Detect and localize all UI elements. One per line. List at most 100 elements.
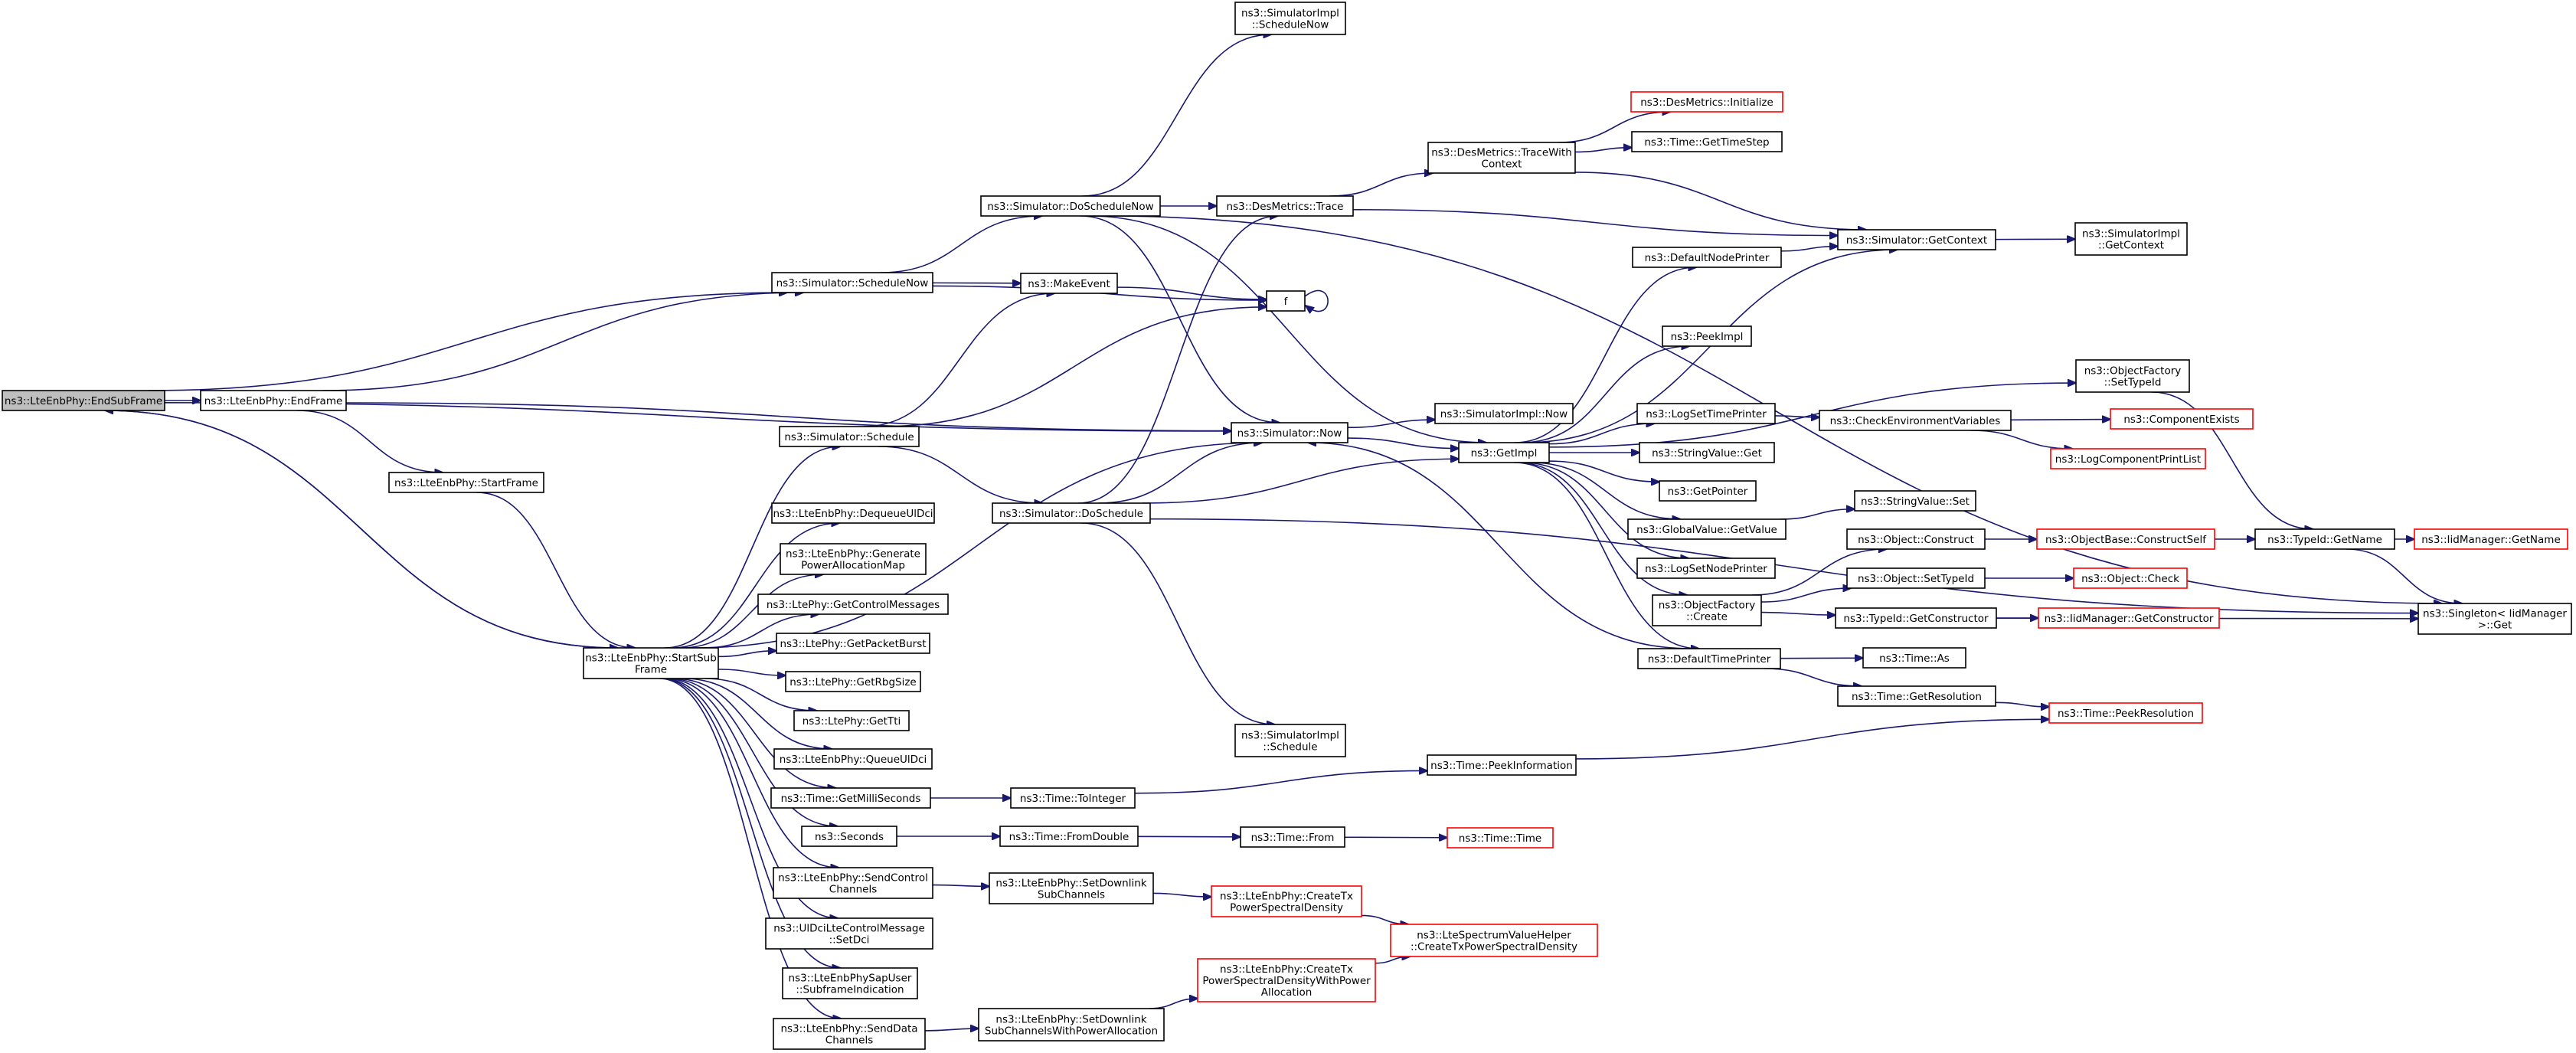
node-iidGetName[interactable]: ns3::IidManager::GetName [2414, 528, 2568, 550]
node-implGetContext[interactable]: ns3::SimulatorImpl::GetContext [2074, 222, 2188, 256]
node-objectFactoryCreate[interactable]: ns3::ObjectFactory::Create [1652, 594, 1762, 626]
node-objectSetTypeId[interactable]: ns3::Object::SetTypeId [1846, 567, 1986, 589]
node-createTxPsdWithPower[interactable]: ns3::LteEnbPhy::CreateTxPowerSpectralDen… [1197, 958, 1376, 1002]
node-label: ns3::Simulator::Now [1237, 427, 1342, 440]
node-objectCheck[interactable]: ns3::Object::Check [2073, 567, 2188, 589]
node-objectFactorySetTypeId[interactable]: ns3::ObjectFactory::SetTypeId [2075, 359, 2190, 393]
node-setDownlinkWithPower[interactable]: ns3::LteEnbPhy::SetDownlinkSubChannelsWi… [978, 1008, 1165, 1042]
node-f[interactable]: f [1266, 290, 1306, 312]
call-edge-globalValueGetValue-to-stringValueSet [1780, 509, 1855, 520]
node-scheduleNowSim[interactable]: ns3::Simulator::ScheduleNow [771, 272, 933, 293]
node-implSchedule[interactable]: ns3::SimulatorImpl::Schedule [1234, 724, 1346, 757]
node-objectConstruct[interactable]: ns3::Object::Construct [1846, 528, 1986, 550]
call-edge-defaultTimePrinter-to-getResolution [1764, 668, 1862, 686]
node-label: ns3::Time::ToInteger [1020, 793, 1126, 805]
node-desTrace[interactable]: ns3::DesMetrics::Trace [1216, 195, 1354, 217]
node-label: ns3::IidManager::GetName [2421, 534, 2561, 546]
node-box [1662, 325, 1752, 347]
node-timeTime[interactable]: ns3::Time::Time [1447, 827, 1554, 849]
node-implNow[interactable]: ns3::SimulatorImpl::Now [1434, 403, 1574, 424]
call-edge-f-to-f [1305, 289, 1329, 312]
node-schedule[interactable]: ns3::Simulator::Schedule [779, 426, 920, 447]
node-getContext[interactable]: ns3::Simulator::GetContext [1837, 229, 1996, 250]
node-box [1234, 724, 1346, 757]
node-lteSpectrumCreateTxPsd[interactable]: ns3::LteSpectrumValueHelper::CreateTxPow… [1390, 924, 1598, 957]
node-label: ns3::Time::GetResolution [1852, 691, 1982, 703]
node-dequeueUlDci[interactable]: ns3::LteEnbPhy::DequeueUlDci [771, 502, 935, 524]
call-edge-startSubFrame-to-queueUlDci [683, 678, 832, 749]
node-logSetTimePrinter[interactable]: ns3::LogSetTimePrinter [1636, 403, 1776, 424]
node-makeEvent[interactable]: ns3::MakeEvent [1020, 273, 1118, 294]
node-seconds[interactable]: ns3::Seconds [801, 826, 897, 847]
node-getRbgSize[interactable]: ns3::LtePhy::GetRbgSize [785, 671, 921, 692]
node-subframeIndication[interactable]: ns3::LteEnbPhySapUser::SubframeIndicatio… [782, 967, 918, 999]
node-label: ns3::DesMetrics::Initialize [1640, 96, 1773, 109]
node-peekImpl[interactable]: ns3::PeekImpl [1662, 325, 1752, 347]
node-peekInformation[interactable]: ns3::Time::PeekInformation [1427, 754, 1577, 776]
node-constructSelf[interactable]: ns3::ObjectBase::ConstructSelf [2036, 528, 2215, 550]
node-simNow[interactable]: ns3::Simulator::Now [1231, 422, 1348, 443]
node-fromDouble[interactable]: ns3::Time::FromDouble [999, 826, 1139, 847]
node-getControlMessages[interactable]: ns3::LtePhy::GetControlMessages [757, 594, 949, 615]
node-defaultNodePrinter[interactable]: ns3::DefaultNodePrinter [1632, 247, 1782, 268]
node-genPowerAlloc[interactable]: ns3::LteEnbPhy::GeneratePowerAllocationM… [780, 543, 927, 575]
node-getTti[interactable]: ns3::LtePhy::GetTti [793, 710, 910, 731]
node-getImpl[interactable]: ns3::GetImpl [1458, 442, 1550, 463]
node-endSubFrame[interactable]: ns3::LteEnbPhy::EndSubFrame [2, 390, 165, 411]
node-setDci[interactable]: ns3::UlDciLteControlMessage::SetDci [765, 917, 933, 950]
node-timeAs[interactable]: ns3::Time::As [1862, 647, 1966, 669]
node-componentExists[interactable]: ns3::ComponentExists [2110, 408, 2254, 430]
node-typeIdGetConstructor[interactable]: ns3::TypeId::GetConstructor [1835, 607, 1997, 629]
call-edge-path [664, 446, 841, 649]
call-edge-path [881, 307, 1267, 427]
call-edge-doScheduleNow-to-getImpl [1087, 215, 1486, 443]
node-timeFrom[interactable]: ns3::Time::From [1240, 826, 1345, 848]
node-getPointer[interactable]: ns3::GetPointer [1659, 480, 1757, 502]
node-label: ns3::LteEnbPhy::SetDownlink [995, 878, 1146, 890]
call-edge-createTxPsdWithPower-to-lteSpectrumCreateTxPsd [1375, 957, 1411, 964]
node-doSchedule[interactable]: ns3::Simulator::DoSchedule [992, 502, 1151, 524]
node-singletonGet[interactable]: ns3::Singleton< IidManager >::Get [2417, 603, 2572, 635]
node-box [2414, 528, 2568, 550]
node-startFrame[interactable]: ns3::LteEnbPhy::StartFrame [388, 472, 544, 493]
node-defaultTimePrinter[interactable]: ns3::DefaultTimePrinter [1637, 648, 1781, 669]
node-getPacketBurst[interactable]: ns3::LtePhy::GetPacketBurst [776, 633, 930, 654]
call-edge-path [1521, 346, 1690, 443]
node-stringValueSet[interactable]: ns3::StringValue::Set [1854, 490, 1976, 512]
node-doScheduleNow[interactable]: ns3::Simulator::DoScheduleNow [980, 195, 1161, 217]
node-toInteger[interactable]: ns3::Time::ToInteger [1010, 787, 1136, 809]
node-desInitialize[interactable]: ns3::DesMetrics::Initialize [1630, 91, 1783, 113]
node-peekResolution[interactable]: ns3::Time::PeekResolution [2048, 702, 2203, 724]
node-label: ns3::TypeId::GetName [2267, 534, 2382, 546]
node-checkEnv[interactable]: ns3::CheckEnvironmentVariables [1819, 410, 2012, 431]
node-logSetNodePrinter[interactable]: ns3::LogSetNodePrinter [1636, 558, 1776, 579]
call-edge-startSubFrame-to-getPacketBurst [718, 651, 776, 658]
node-globalValueGetValue[interactable]: ns3::GlobalValue::GetValue [1627, 518, 1787, 540]
node-label: ns3::LogComponentPrintList [2055, 453, 2201, 466]
node-box [1837, 229, 1996, 250]
node-endFrame[interactable]: ns3::LteEnbPhy::EndFrame [200, 390, 347, 411]
node-queueUlDci[interactable]: ns3::LteEnbPhy::QueueUlDci [773, 748, 933, 770]
node-implScheduleNow[interactable]: ns3::SimulatorImpl::ScheduleNow [1234, 2, 1346, 35]
node-iidGetConstructor[interactable]: ns3::IidManager::GetConstructor [2038, 607, 2220, 629]
call-edge-path [1134, 770, 1427, 794]
node-getTimeStep[interactable]: ns3::Time::GetTimeStep [1631, 131, 1783, 152]
node-stringValueGet[interactable]: ns3::StringValue::Get [1639, 442, 1775, 463]
node-typeIdGetName[interactable]: ns3::TypeId::GetName [2254, 528, 2395, 550]
node-getMilliSeconds[interactable]: ns3::Time::GetMilliSeconds [770, 787, 931, 809]
call-edge-startSubFrame-to-getRbgSize [718, 669, 786, 675]
node-box [757, 594, 949, 615]
node-logComponentPrintList[interactable]: ns3::LogComponentPrintList [2050, 448, 2206, 469]
node-createTxPsd[interactable]: ns3::LteEnbPhy::CreateTxPowerSpectralDen… [1211, 885, 1362, 917]
call-edge-path [718, 669, 786, 675]
node-label: ns3::SimulatorImpl [1241, 730, 1339, 742]
node-getResolution[interactable]: ns3::Time::GetResolution [1837, 685, 1996, 707]
node-label: ns3::LteEnbPhy::SetDownlink [995, 1014, 1146, 1026]
node-label: ns3::LteEnbPhy::EndSubFrame [5, 395, 162, 407]
